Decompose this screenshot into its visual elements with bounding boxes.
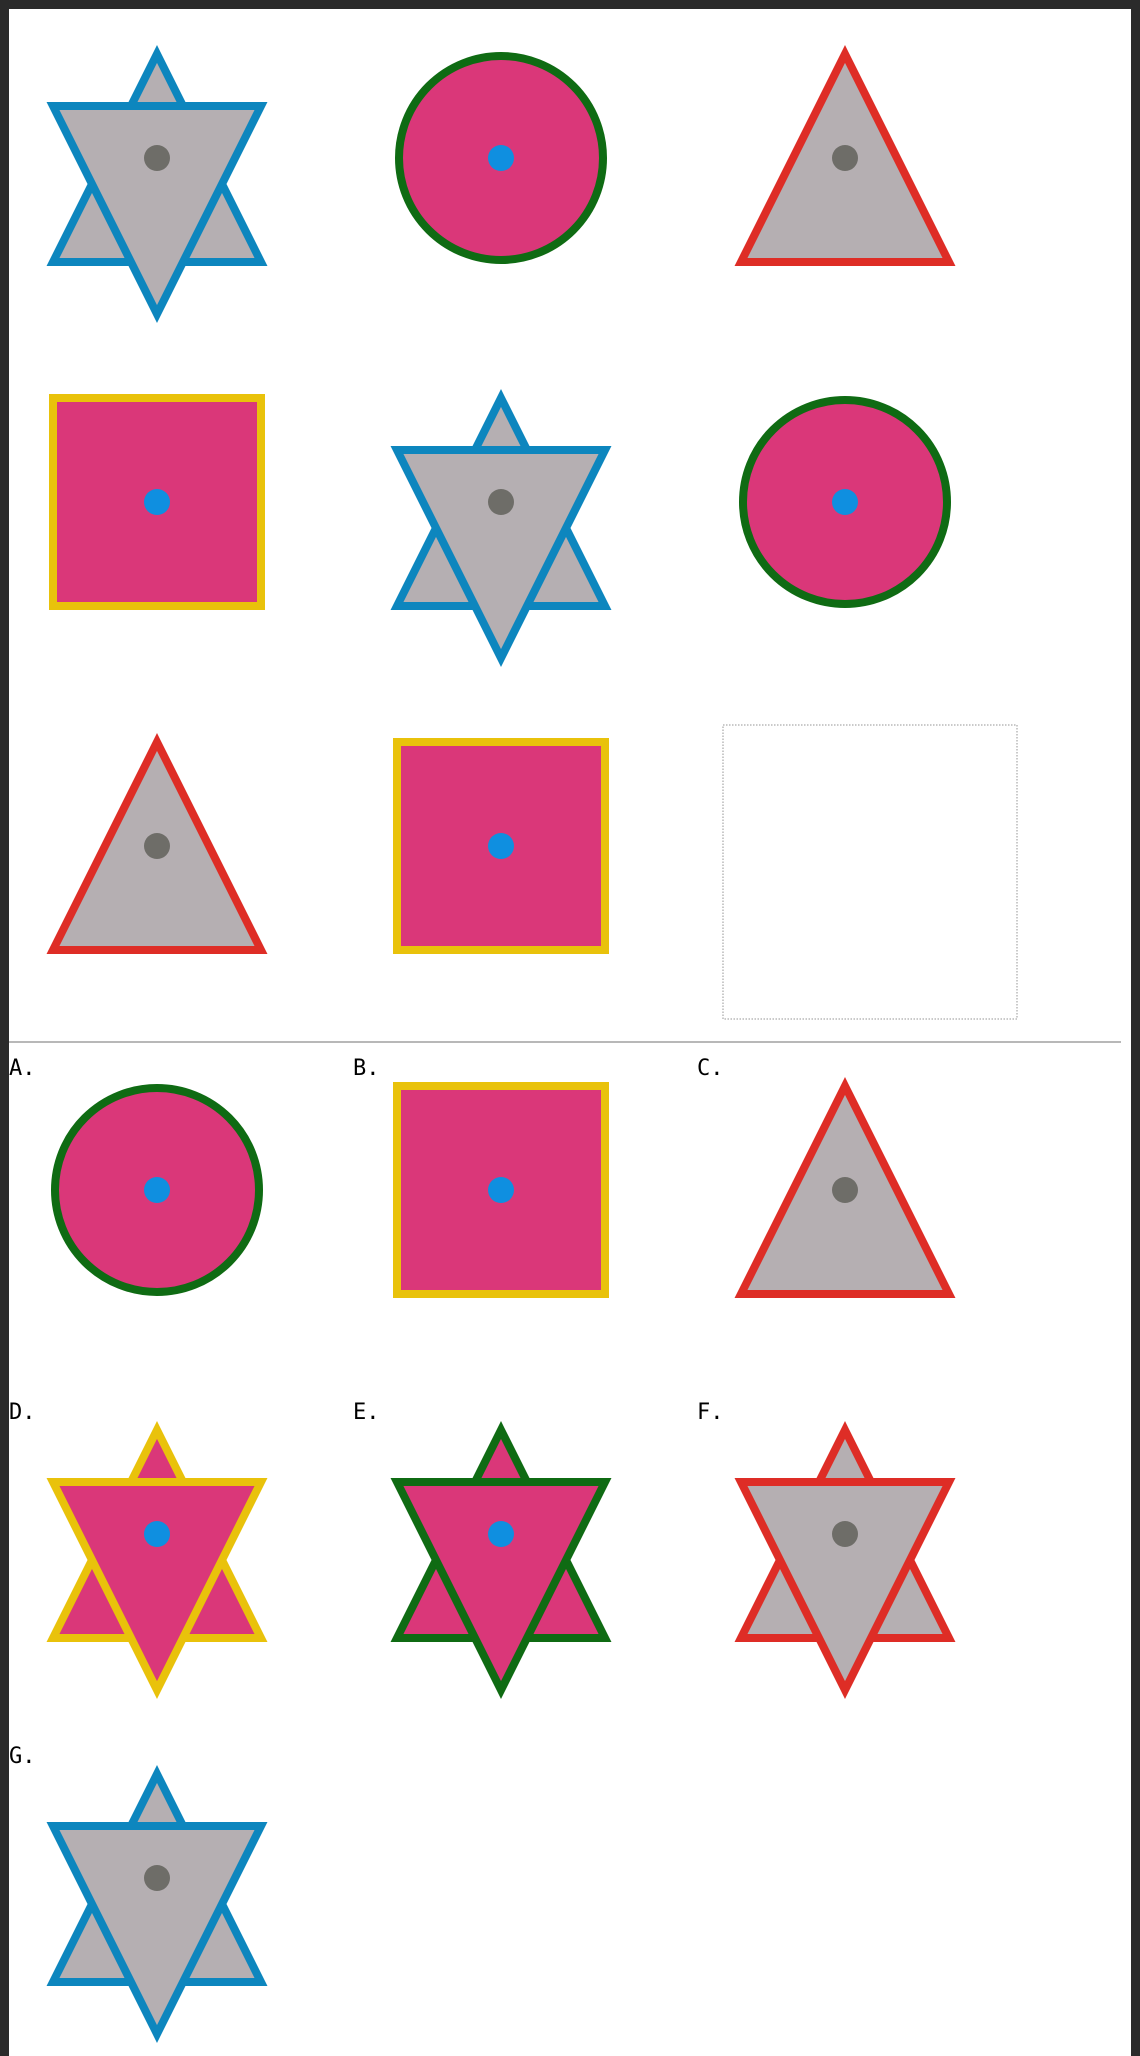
option-label: B. — [353, 1056, 380, 1081]
center-dot — [488, 1177, 514, 1203]
puzzle-page: A. B. C. D. E. F. G. — [9, 9, 1131, 2056]
matrix-cell-r1c2 — [395, 52, 607, 264]
matrix-cell-r1c3 — [734, 45, 956, 266]
center-dot — [144, 489, 170, 515]
missing-answer-cell[interactable] — [722, 724, 1018, 1020]
option-d-figure — [46, 1421, 268, 1699]
matrix-grid — [46, 45, 1018, 1020]
option-b[interactable]: B. — [353, 1056, 609, 1298]
star-down-triangle — [46, 1478, 268, 1699]
center-dot — [488, 145, 514, 171]
square-shape — [49, 394, 265, 610]
star-down-triangle — [390, 446, 612, 667]
matrix-cell-r1c1 — [46, 45, 268, 323]
matrix-cell-r2c1 — [49, 394, 265, 610]
option-e[interactable]: E. — [353, 1400, 612, 1699]
star-down-triangle — [46, 1822, 268, 2043]
star-down-triangle — [390, 1478, 612, 1699]
option-label: F. — [697, 1400, 724, 1425]
option-g[interactable]: G. — [9, 1744, 268, 2043]
option-label: E. — [353, 1400, 380, 1425]
matrix-cell-r3c2 — [393, 738, 609, 954]
matrix-cell-r2c2 — [390, 389, 612, 667]
option-c-figure — [734, 1077, 956, 1298]
option-d[interactable]: D. — [9, 1400, 268, 1699]
option-label: C. — [697, 1056, 724, 1081]
center-dot — [144, 833, 170, 859]
center-dot — [488, 833, 514, 859]
star-down-triangle — [734, 1478, 956, 1699]
option-label: D. — [9, 1400, 36, 1425]
center-dot — [832, 489, 858, 515]
option-f[interactable]: F. — [697, 1400, 956, 1699]
star-down-triangle — [46, 102, 268, 323]
center-dot — [488, 489, 514, 515]
option-b-figure — [393, 1082, 609, 1298]
option-label: G. — [9, 1744, 36, 1769]
matrix-cell-r2c3 — [739, 396, 951, 608]
option-label: A. — [9, 1056, 36, 1081]
center-dot — [144, 1177, 170, 1203]
center-dot — [144, 1865, 170, 1891]
option-a-figure — [51, 1084, 263, 1296]
option-c[interactable]: C. — [697, 1056, 956, 1298]
option-f-figure — [734, 1421, 956, 1699]
center-dot — [832, 1177, 858, 1203]
option-g-figure — [46, 1765, 268, 2043]
center-dot — [832, 145, 858, 171]
center-dot — [144, 145, 170, 171]
option-e-figure — [390, 1421, 612, 1699]
answer-options: A. B. C. D. E. F. G. — [9, 1056, 956, 2043]
center-dot — [144, 1521, 170, 1547]
center-dot — [832, 1521, 858, 1547]
center-dot — [488, 1521, 514, 1547]
option-a[interactable]: A. — [9, 1056, 263, 1296]
puzzle-canvas: A. B. C. D. E. F. G. — [9, 45, 1121, 2043]
matrix-cell-r3c1 — [46, 733, 268, 954]
